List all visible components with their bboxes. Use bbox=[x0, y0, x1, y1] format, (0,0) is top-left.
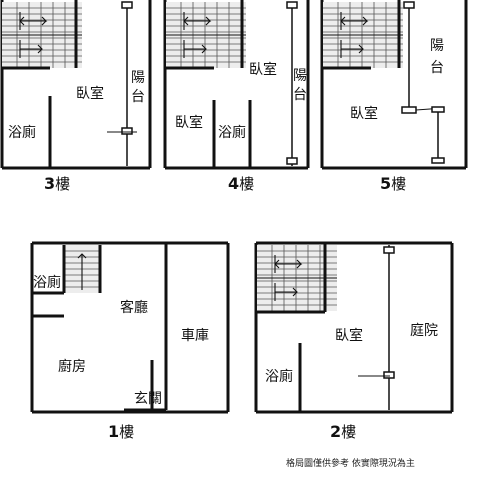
floor-4-balcony-label-2: 台 bbox=[293, 87, 307, 103]
floor-3-plan: 浴廁 臥室 陽 台 3樓 bbox=[0, 0, 152, 193]
floor-4-title: 4樓 bbox=[228, 174, 254, 193]
floor-1-kitchen-label: 廚房 bbox=[58, 358, 86, 375]
floor-4-plan: 臥室 臥室 浴廁 陽 台 4樓 bbox=[163, 0, 310, 193]
floor-4-bathroom-label: 浴廁 bbox=[218, 124, 246, 141]
floor-3-bedroom-label: 臥室 bbox=[76, 85, 104, 102]
floor-1-bathroom-label: 浴廁 bbox=[33, 274, 61, 291]
floor-1-plan: 浴廁 客廳 廚房 車庫 玄關 1樓 bbox=[30, 241, 230, 441]
floor-5-balcony-label-2: 台 bbox=[430, 60, 444, 76]
floor-3-title: 3樓 bbox=[44, 174, 70, 193]
disclaimer-note: 格局圖僅供參考 依實際現況為主 bbox=[286, 457, 415, 469]
floor-3-staircase bbox=[1, 1, 83, 69]
floor-2-bedroom-label: 臥室 bbox=[335, 327, 363, 344]
floor-3-balcony-label-1: 陽 bbox=[131, 70, 145, 86]
floor-5-plan: 臥室 陽 台 5樓 bbox=[320, 0, 468, 193]
floor-2-plan: 臥室 庭院 浴廁 2樓 bbox=[254, 241, 454, 441]
floor-3-balcony-label-2: 台 bbox=[131, 89, 145, 105]
floor-1-entrance-label: 玄關 bbox=[134, 390, 162, 407]
floor-4-balcony-label-1: 陽 bbox=[293, 68, 307, 84]
floor-5-balcony-label-1: 陽 bbox=[430, 38, 444, 54]
floor-1-garage-label: 車庫 bbox=[181, 327, 209, 344]
floor-5-bedroom-label: 臥室 bbox=[350, 105, 378, 122]
floor-5-staircase bbox=[322, 1, 404, 69]
floor-5-title: 5樓 bbox=[380, 174, 406, 193]
floor-4-bedroom-b-label: 臥室 bbox=[249, 61, 277, 78]
floor-4-staircase bbox=[165, 1, 247, 69]
floor-2-title: 2樓 bbox=[330, 422, 356, 441]
floor-1-living-room-label: 客廳 bbox=[120, 299, 148, 316]
floor-2-courtyard-label: 庭院 bbox=[410, 322, 438, 339]
floor-2-bathroom-label: 浴廁 bbox=[265, 368, 293, 385]
floor-1-title: 1樓 bbox=[108, 422, 134, 441]
floor-4-bedroom-a-label: 臥室 bbox=[175, 114, 203, 131]
floor-3-bathroom-label: 浴廁 bbox=[8, 124, 36, 141]
floor-1-staircase bbox=[64, 245, 100, 293]
